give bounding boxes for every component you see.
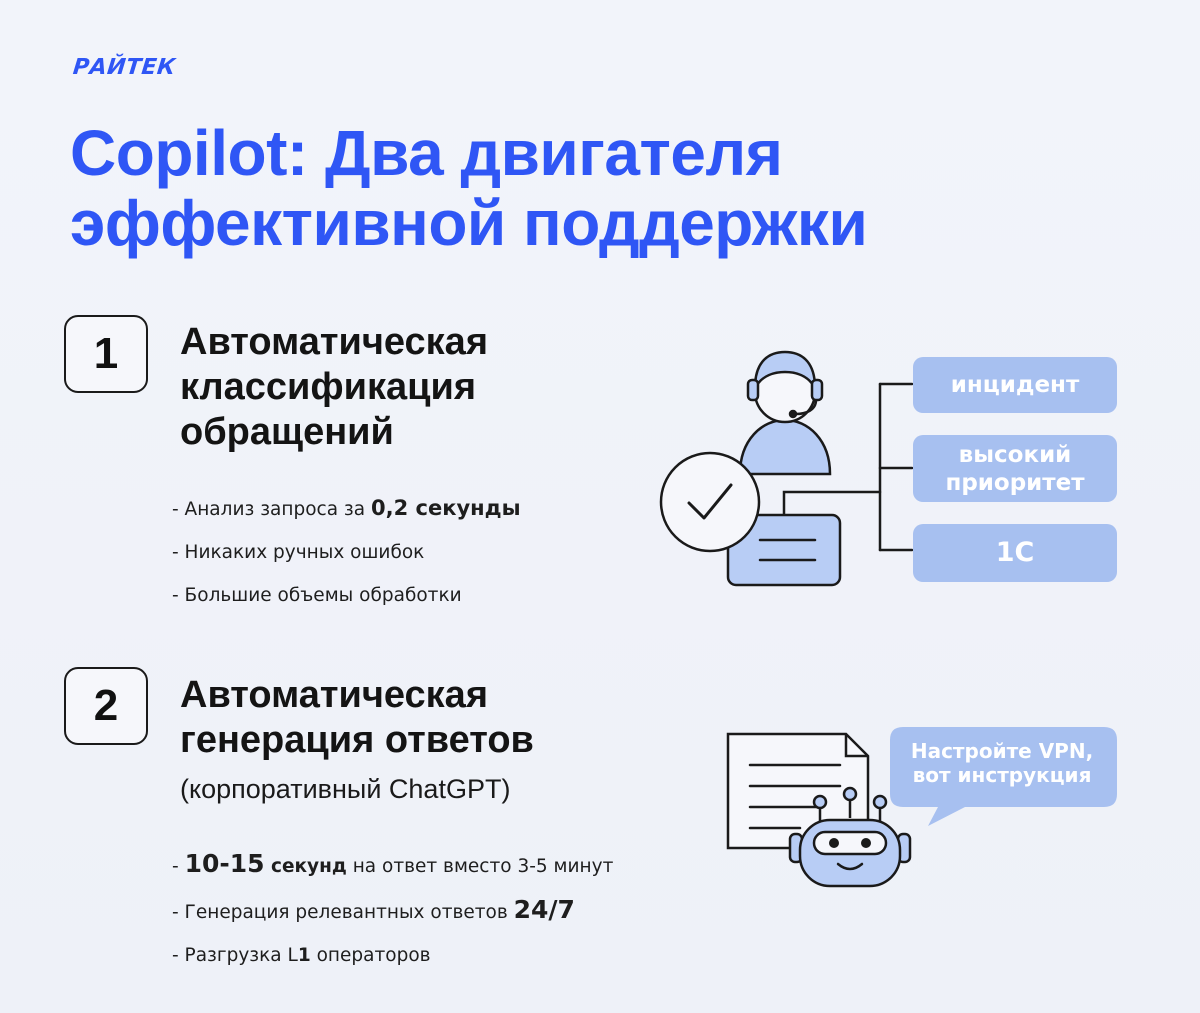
- speech-bubble-icon: [890, 727, 1117, 826]
- bullet-text: - Большие объемы обработки: [172, 585, 462, 606]
- bullet-text: операторов: [310, 945, 431, 966]
- tag-1c-label: 1С: [995, 537, 1035, 568]
- section-2-number-badge: 2: [64, 667, 148, 745]
- ticket-card-icon: [726, 513, 842, 587]
- bullet-text: - Разгрузка L: [172, 945, 298, 966]
- check-circle-icon: [659, 451, 761, 553]
- tag-high-priority: высокий приоритет: [913, 435, 1117, 502]
- bullet-text: -: [172, 856, 185, 877]
- page-title-line-1: Copilot: Два двигателя: [70, 117, 783, 189]
- section-1-heading-line-2: классификация: [180, 366, 477, 408]
- section-2-heading-line-1: Автоматическая: [180, 674, 488, 716]
- section-2-bullet-1: - 10-15 секунд на ответ вместо 3-5 минут: [172, 842, 613, 888]
- section-2-bullets: - 10-15 секунд на ответ вместо 3-5 минут…: [172, 842, 613, 977]
- tag-high-priority-line-2: приоритет: [945, 469, 1085, 496]
- robot-icon: [788, 786, 912, 888]
- headset-operator-icon: [738, 350, 832, 476]
- section-1-heading: Автоматическая классификация обращений: [180, 320, 488, 455]
- section-1-bullets: - Анализ запроса за 0,2 секунды - Никаки…: [172, 487, 521, 617]
- section-1-heading-line-3: обращений: [180, 411, 394, 453]
- bullet-text: - Анализ запроса за: [172, 499, 371, 520]
- section-1-bullet-3: - Большие объемы обработки: [172, 574, 521, 617]
- tag-1c: 1С: [913, 524, 1117, 582]
- section-1-bullet-2: - Никаких ручных ошибок: [172, 531, 521, 574]
- bullet-text: - Генерация релевантных ответов: [172, 902, 514, 923]
- speech-bubble-line-2: вот инструкция: [912, 763, 1092, 787]
- section-2-heading-line-2: генерация ответов: [180, 719, 534, 761]
- section-2-heading: Автоматическая генерация ответов: [180, 673, 534, 763]
- bullet-highlight: 0,2 секунды: [370, 496, 521, 520]
- section-1-number-badge: 1: [64, 315, 148, 393]
- bullet-highlight: 24/7: [513, 895, 575, 924]
- tag-high-priority-line-1: высокий: [958, 441, 1072, 468]
- speech-bubble-line-1: Настройте VPN,: [910, 739, 1094, 763]
- tag-incident: инцидент: [913, 357, 1117, 413]
- bullet-text: на ответ вместо 3-5 минут: [346, 856, 614, 877]
- page-title-line-2: эффективной поддержки: [70, 187, 868, 259]
- bullet-strong: 1: [297, 945, 311, 966]
- page-title: Copilot: Два двигателя эффективной подде…: [70, 118, 1070, 258]
- section-1-bullet-1: - Анализ запроса за 0,2 секунды: [172, 487, 521, 531]
- speech-bubble-text: Настройте VPN, вот инструкция: [892, 739, 1112, 787]
- section-1-heading-line-1: Автоматическая: [180, 321, 488, 363]
- section-2-bullet-3: - Разгрузка L1 операторов: [172, 934, 613, 977]
- bullet-highlight: 10-15: [184, 849, 265, 878]
- bullet-text: - Никаких ручных ошибок: [172, 542, 425, 563]
- bullet-strong: секунд: [264, 856, 347, 877]
- section-2-subheading: (корпоративный ChatGPT): [180, 774, 511, 804]
- tag-incident-label: инцидент: [950, 372, 1080, 398]
- section-2-bullet-2: - Генерация релевантных ответов 24/7: [172, 888, 613, 934]
